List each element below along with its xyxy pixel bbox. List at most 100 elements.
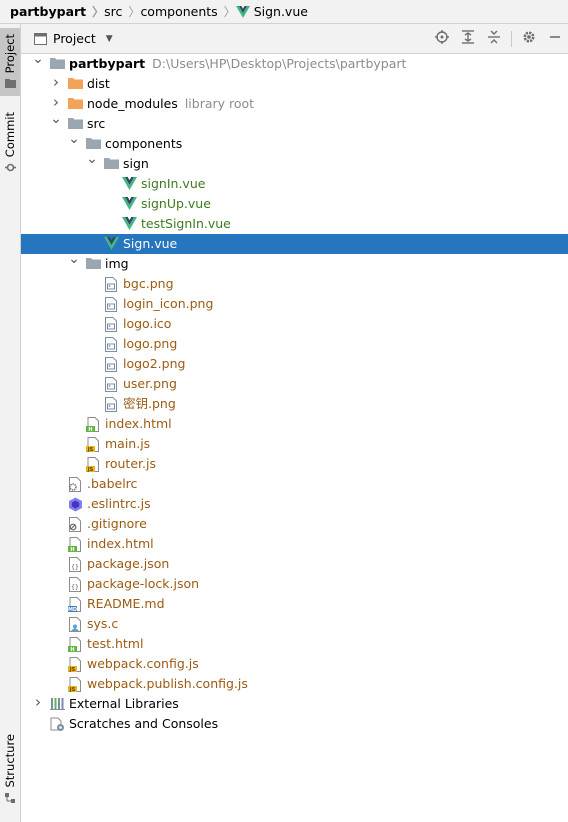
tree-file-eslintrc-js[interactable]: .eslintrc.js xyxy=(21,494,568,514)
json-file-icon: {} xyxy=(68,557,82,572)
breadcrumb-item-components[interactable]: components 〉 xyxy=(140,3,235,20)
collapse-all-icon[interactable] xyxy=(481,30,507,48)
scratches-icon xyxy=(50,717,64,731)
js-file-icon: JS xyxy=(68,657,82,673)
tree-file-sys-c[interactable]: sys.c xyxy=(21,614,568,634)
tree-node-label: router.js xyxy=(105,456,156,472)
expand-all-icon[interactable] xyxy=(455,30,481,48)
excluded-folder-icon xyxy=(68,97,83,111)
project-window-icon xyxy=(34,32,47,45)
tab-commit[interactable]: Commit xyxy=(0,108,20,180)
breadcrumb-item-project[interactable]: partbypart 〉 xyxy=(0,3,104,20)
locate-icon[interactable] xyxy=(429,30,455,48)
tree-file-router-js[interactable]: JS router.js xyxy=(21,454,568,474)
toolbar-divider xyxy=(511,31,512,47)
tree-node-name: logo.ico xyxy=(123,316,172,331)
chevron-right-icon: 〉 xyxy=(223,5,236,19)
image-file-icon xyxy=(104,297,118,312)
tab-project[interactable]: Project xyxy=(0,28,20,96)
chevron-down-icon[interactable]: ⌄ xyxy=(50,111,62,127)
tree-node-name: package.json xyxy=(87,556,170,571)
chevron-down-icon[interactable]: ⌄ xyxy=(68,131,80,147)
html-file-icon: H xyxy=(68,637,82,653)
tree-file-key-png[interactable]: 密钥.png xyxy=(21,394,568,414)
tree-file-login-icon-png[interactable]: login_icon.png xyxy=(21,294,568,314)
settings-icon[interactable] xyxy=(516,30,542,48)
chevron-right-icon[interactable]: › xyxy=(53,73,59,91)
chevron-right-icon: 〉 xyxy=(128,5,141,19)
image-file-icon xyxy=(104,317,118,332)
folder-icon xyxy=(68,117,83,131)
tab-structure-label: Structure xyxy=(3,734,17,788)
tree-node-name: Sign.vue xyxy=(123,236,178,251)
tree-file-user-png[interactable]: user.png xyxy=(21,374,568,394)
tree-folder-sign[interactable]: ⌄sign xyxy=(21,151,568,174)
tree-file-signup-vue[interactable]: signUp.vue xyxy=(21,194,568,214)
structure-icon xyxy=(4,792,15,803)
tree-file-logo-png[interactable]: logo.png xyxy=(21,334,568,354)
tree-node-name: index.html xyxy=(87,536,154,551)
tree-file-testsignin-vue[interactable]: testSignIn.vue xyxy=(21,214,568,234)
tree-node-name: Scratches and Consoles xyxy=(69,716,219,731)
tree-folder-dist[interactable]: › dist xyxy=(21,73,568,94)
json-file-icon: {} xyxy=(68,577,82,592)
tree-node-label: img xyxy=(105,256,129,272)
tree-file-bgc-png[interactable]: bgc.png xyxy=(21,274,568,294)
tree-file-package-json[interactable]: {} package.json xyxy=(21,554,568,574)
chevron-down-icon[interactable]: ⌄ xyxy=(86,151,98,167)
chevron-down-icon[interactable]: ⌄ xyxy=(32,51,44,67)
tree-folder-components[interactable]: ⌄components xyxy=(21,131,568,154)
markdown-file-icon: MD xyxy=(68,597,82,613)
svg-text:JS: JS xyxy=(87,447,94,452)
chevron-right-icon[interactable]: › xyxy=(35,693,41,711)
c-file-icon xyxy=(68,617,82,632)
breadcrumb: partbypart 〉 src 〉 components 〉 Sign.vue xyxy=(0,0,568,24)
tree-node-name: .gitignore xyxy=(87,516,147,531)
tree-node-name: index.html xyxy=(105,416,172,431)
vue-file-icon xyxy=(122,217,137,231)
vue-file-icon xyxy=(122,177,137,191)
breadcrumb-item-src[interactable]: src 〉 xyxy=(104,3,140,20)
chevron-right-icon[interactable]: › xyxy=(53,93,59,111)
tree-node-label: 密钥.png xyxy=(123,396,176,412)
chevron-down-icon[interactable]: ⌄ xyxy=(68,251,80,267)
svg-text:JS: JS xyxy=(87,467,94,472)
breadcrumb-label: components xyxy=(140,4,218,19)
tree-file-package-lock-json[interactable]: {}package-lock.json xyxy=(21,574,568,594)
breadcrumb-item-sign-vue[interactable]: Sign.vue xyxy=(235,4,308,19)
tree-file-logo-ico[interactable]: logo.ico xyxy=(21,314,568,334)
tree-node-name: dist xyxy=(87,76,110,91)
hide-icon[interactable] xyxy=(542,30,568,48)
tree-file-logo2-png[interactable]: logo2.png xyxy=(21,354,568,374)
tree-external-libraries[interactable]: ›External Libraries xyxy=(21,693,568,714)
tree-scratches-and-consoles[interactable]: Scratches and Consoles xyxy=(21,714,568,734)
tree-node-name: webpack.publish.config.js xyxy=(87,676,248,691)
tree-file-gitignore[interactable]: .gitignore xyxy=(21,514,568,534)
project-view-selector[interactable]: Project ▼ xyxy=(34,31,113,46)
tree-file-babelrc[interactable]: .babelrc xyxy=(21,474,568,494)
breadcrumb-label: Sign.vue xyxy=(253,4,308,19)
tab-project-label: Project xyxy=(3,34,17,74)
tree-folder-src[interactable]: ⌄src xyxy=(21,111,568,134)
tree-node-label: webpack.publish.config.js xyxy=(87,676,248,692)
folder-icon xyxy=(50,57,65,71)
tree-file-signin-vue[interactable]: signIn.vue xyxy=(21,174,568,194)
vue-file-icon xyxy=(104,237,119,251)
svg-text:JS: JS xyxy=(69,667,76,672)
tree-node-label: Sign.vue xyxy=(123,236,177,252)
tree-file-sign-vue[interactable]: Sign.vue xyxy=(21,234,568,254)
tree-folder-img[interactable]: ⌄ img xyxy=(21,251,568,274)
tab-structure[interactable]: Structure xyxy=(0,730,20,804)
